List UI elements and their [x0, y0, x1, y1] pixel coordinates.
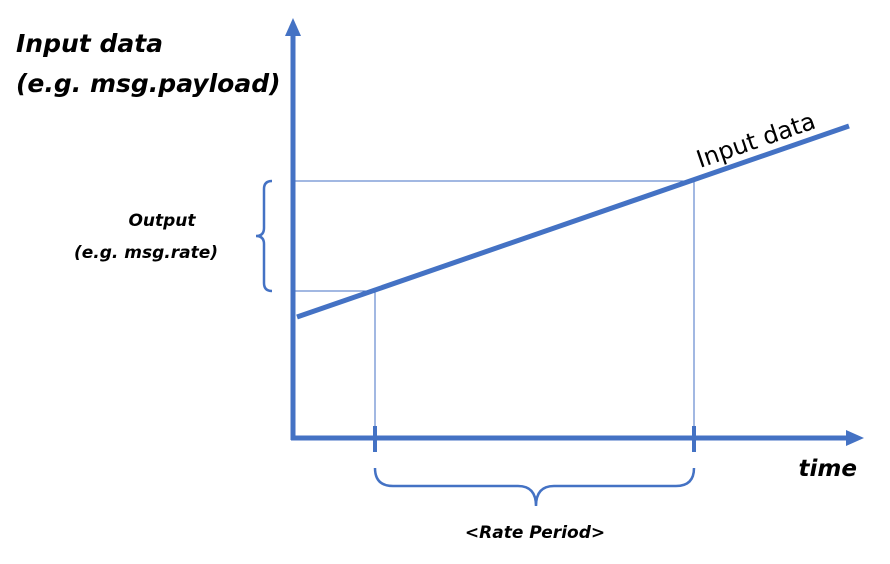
output-label-line1: Output	[128, 211, 196, 231]
output-brace-icon	[255, 179, 273, 293]
period-brace-icon	[373, 467, 696, 507]
x-axis-arrow-icon	[846, 430, 864, 446]
x-axis	[291, 430, 864, 446]
guide-lines	[293, 180, 695, 438]
y-axis-arrow-icon	[285, 18, 301, 36]
y-axis-title-line2: (e.g. msg.payload)	[16, 69, 281, 98]
input-data-line	[296, 123, 850, 320]
output-label-line2: (e.g. msg.rate)	[74, 243, 218, 263]
y-axis-title-line1: Input data	[16, 29, 163, 58]
y-axis	[285, 18, 301, 440]
x-axis-title: time	[799, 456, 857, 482]
rate-period-label: <Rate Period>	[465, 523, 605, 543]
